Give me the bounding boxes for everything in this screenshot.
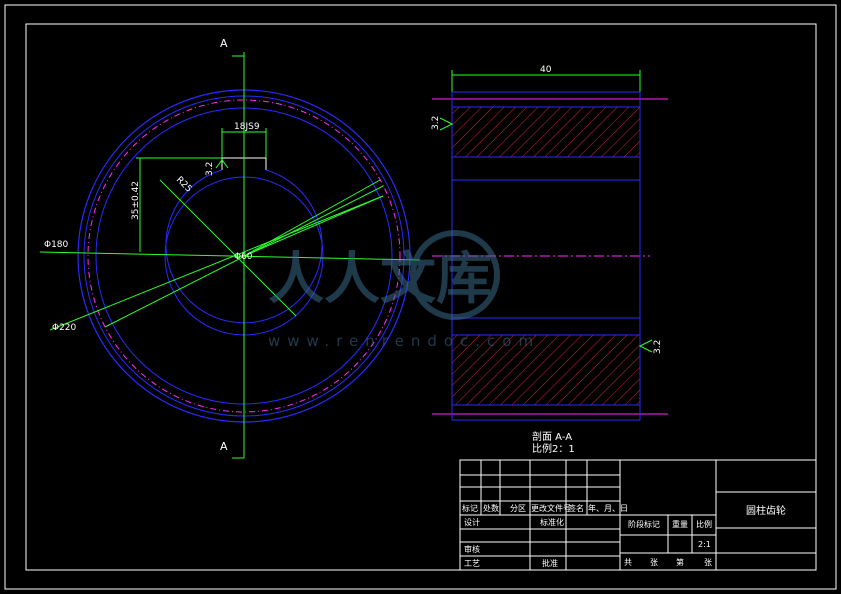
roughness-label-3: 3.2 — [205, 162, 215, 176]
tb-sheet-unit1: 张 — [650, 558, 658, 567]
tb-scale-value: 2:1 — [698, 540, 711, 549]
bore-label: Φ60 — [234, 252, 253, 262]
dimension-labels: A A 40 Φ60 18JS9 35±0.42 Φ180 Φ220 R25 3… — [44, 37, 663, 455]
dim-line-1 — [243, 179, 381, 257]
tb-sheets-total: 共 — [624, 558, 632, 567]
section-scale: 比例2：1 — [532, 442, 575, 455]
tb-design: 设计 — [464, 517, 480, 527]
face-width-label: 40 — [540, 65, 552, 75]
dim-line-3 — [49, 195, 384, 331]
tb-scale-label: 比例 — [696, 519, 712, 529]
keyway-depth-label: 35±0.42 — [131, 181, 141, 220]
roughness-symbol-2 — [638, 339, 653, 353]
roughness-symbol-3 — [215, 159, 229, 169]
roughness-label-2: 3.2 — [653, 340, 663, 354]
dim-line-4 — [104, 185, 384, 328]
section-outline — [451, 91, 641, 421]
tb-standardize: 标准化 — [540, 517, 564, 527]
title-block — [459, 459, 817, 571]
tb-process: 工艺 — [464, 559, 480, 568]
horizontal-centerline — [39, 251, 421, 261]
section-mark-bottom: A — [220, 440, 228, 453]
front-view — [39, 52, 421, 459]
pitch-circle — [87, 99, 401, 413]
tb-label-date: 年、月、日 — [588, 503, 628, 513]
tb-label-mark: 标记 — [462, 503, 478, 513]
watermark-url: www.renrendoc.com — [268, 332, 540, 350]
dim-line-2 — [243, 195, 384, 257]
dim-line-5 — [159, 179, 297, 317]
watermark-text: 人人文库 — [268, 247, 492, 312]
tb-approve: 批准 — [542, 558, 558, 568]
roughness-label-1: 3.2 — [431, 116, 441, 130]
section-title: 剖面 A-A — [532, 430, 572, 443]
tb-part-name: 圆柱齿轮 — [746, 504, 786, 517]
top-hatch — [451, 106, 641, 158]
tb-stage-mark: 阶段标记 — [628, 519, 660, 529]
section-view — [215, 70, 668, 421]
outer-frame — [4, 4, 837, 590]
lower-dim-label: Φ220 — [52, 323, 77, 333]
tb-sheet-unit2: 张 — [704, 558, 712, 567]
tb-label-zone: 分区 — [510, 504, 526, 513]
bottom-hatch — [451, 334, 641, 406]
watermark-logo-ring — [410, 230, 500, 320]
title-block-text: 标记 处数 分区 更改文件号 签名 年、月、日 设计 标准化 审核 工艺 批准 … — [462, 503, 786, 568]
keyway-width-label: 18JS9 — [234, 122, 260, 132]
inner-frame — [25, 23, 817, 571]
tb-label-sign: 签名 — [568, 503, 584, 513]
tb-label-count: 处数 — [483, 503, 499, 513]
section-mark-top: A — [220, 37, 228, 50]
roughness-symbol-1 — [439, 117, 454, 131]
left-dim-label: Φ180 — [44, 240, 69, 250]
tb-sheet-no: 第 — [676, 557, 684, 567]
angled-dim-label: R25 — [174, 175, 194, 195]
tb-weight: 重量 — [672, 519, 688, 529]
tb-review: 审核 — [464, 544, 480, 554]
watermark: 人人文库 www.renrendoc.com — [268, 230, 540, 350]
tb-label-change-doc: 更改文件号 — [531, 503, 571, 513]
